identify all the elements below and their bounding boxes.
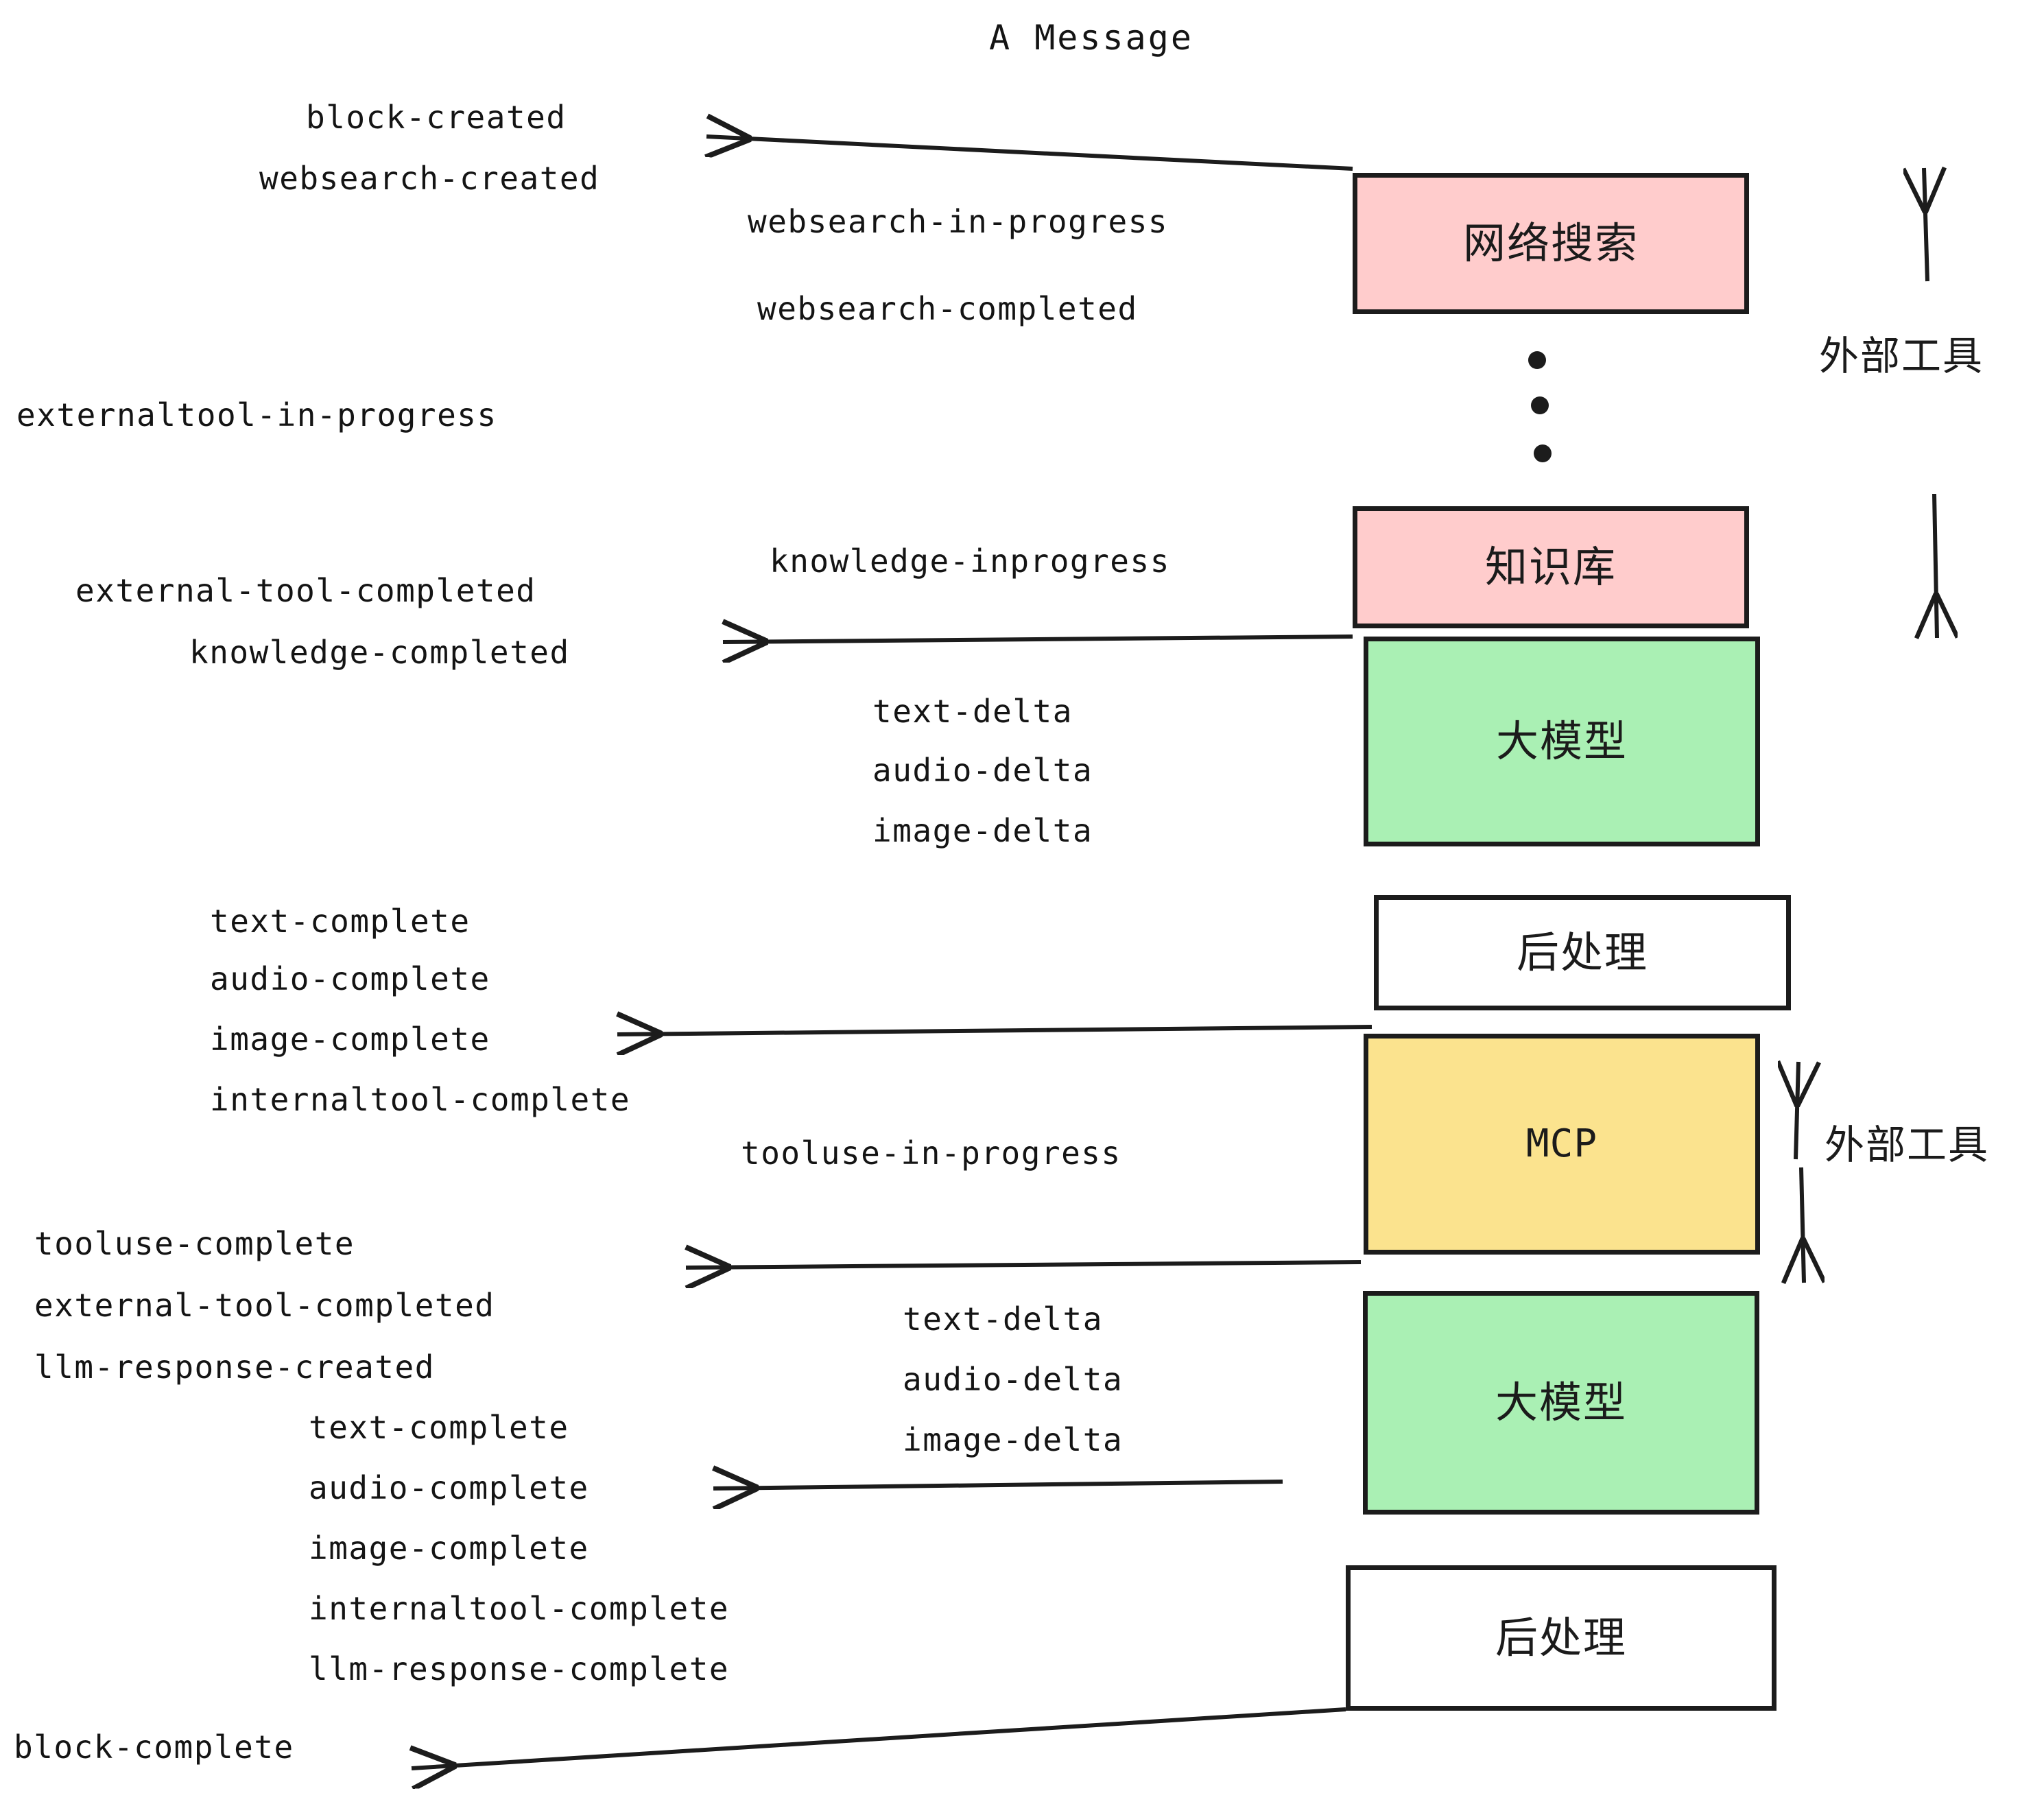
arrow-external-tool-top-up: [1924, 168, 1927, 282]
arrow-external-tool-bottom-up: [1796, 1062, 1798, 1160]
event-label-text-complete-1: text-complete: [210, 903, 471, 940]
event-label-text-complete-2: text-complete: [309, 1409, 569, 1446]
arrow-llm1-to-image-complete: [617, 1027, 1372, 1034]
node-label-websearch: 网络搜索: [1462, 218, 1639, 268]
arrow-postprocess2-to-block-complete: [412, 1707, 1346, 1768]
event-label-image-complete-1: image-complete: [210, 1021, 490, 1058]
node-label-postprocess-1: 后处理: [1516, 927, 1648, 977]
side-label-external-tool-top: 外部工具: [1819, 333, 1984, 379]
side-label-external-tool-bottom: 外部工具: [1825, 1121, 1990, 1168]
event-label-external-tool-completed-1: external-tool-completed: [75, 572, 536, 609]
event-label-audio-complete-1: audio-complete: [210, 960, 490, 997]
node-box-knowledge: 知识库: [1353, 506, 1749, 628]
event-label-audio-delta-1: audio-delta: [872, 752, 1093, 789]
event-label-llm-response-complete: llm-response-complete: [309, 1650, 730, 1687]
ellipsis-dot-1: [1528, 351, 1546, 369]
node-box-llm-2: 大模型: [1363, 1291, 1759, 1515]
node-label-mcp: MCP: [1525, 1121, 1598, 1166]
node-box-postprocess-2: 后处理: [1346, 1565, 1776, 1711]
event-label-audio-complete-2: audio-complete: [309, 1469, 589, 1506]
event-label-internaltool-complete-2: internaltool-complete: [309, 1590, 730, 1627]
node-label-knowledge: 知识库: [1484, 542, 1617, 592]
event-label-websearch-in-progress: websearch-in-progress: [748, 203, 1169, 240]
ellipsis-dot-2: [1531, 396, 1549, 414]
event-label-knowledge-inprogress: knowledge-inprogress: [770, 543, 1170, 580]
arrow-mcp-to-tooluse-complete: [686, 1262, 1362, 1268]
event-label-tooluse-in-progress: tooluse-in-progress: [741, 1135, 1121, 1172]
event-label-tooluse-complete: tooluse-complete: [34, 1225, 355, 1262]
arrow-external-tool-top-down: [1934, 493, 1937, 638]
node-box-postprocess-1: 后处理: [1374, 895, 1791, 1010]
event-label-image-delta-2: image-delta: [903, 1421, 1124, 1458]
node-box-websearch: 网络搜索: [1353, 173, 1749, 314]
event-label-block-created: block-created: [306, 99, 567, 136]
event-label-llm-response-created: llm-response-created: [34, 1349, 435, 1386]
event-label-externaltool-in-progress: externaltool-in-progress: [16, 396, 497, 434]
arrow-websearch-to-block-created: [706, 137, 1353, 171]
event-label-external-tool-completed-2: external-tool-completed: [34, 1287, 495, 1324]
event-label-image-complete-2: image-complete: [309, 1530, 589, 1567]
diagram-title: A Message: [989, 18, 1193, 58]
ellipsis-dot-3: [1534, 444, 1552, 462]
arrow-knowledge-to-knowledge-completed: [723, 637, 1353, 642]
event-label-text-delta-1: text-delta: [872, 693, 1073, 730]
node-box-llm-1: 大模型: [1364, 637, 1760, 846]
node-label-llm-2: 大模型: [1495, 1377, 1627, 1427]
event-label-audio-delta-2: audio-delta: [903, 1361, 1124, 1398]
event-label-text-delta-2: text-delta: [903, 1301, 1103, 1338]
event-label-knowledge-completed: knowledge-completed: [189, 634, 570, 671]
event-label-websearch-created: websearch-created: [259, 160, 600, 197]
node-box-mcp: MCP: [1364, 1034, 1760, 1255]
event-label-internaltool-complete-1: internaltool-complete: [210, 1081, 631, 1118]
arrow-llm2-to-audio-complete: [713, 1482, 1283, 1488]
event-label-block-complete: block-complete: [14, 1729, 294, 1766]
event-label-websearch-completed: websearch-completed: [757, 290, 1138, 327]
event-label-image-delta-1: image-delta: [872, 812, 1093, 849]
node-label-postprocess-2: 后处理: [1495, 1613, 1627, 1663]
node-label-llm-1: 大模型: [1495, 716, 1628, 766]
arrow-external-tool-bottom-down: [1801, 1167, 1804, 1283]
